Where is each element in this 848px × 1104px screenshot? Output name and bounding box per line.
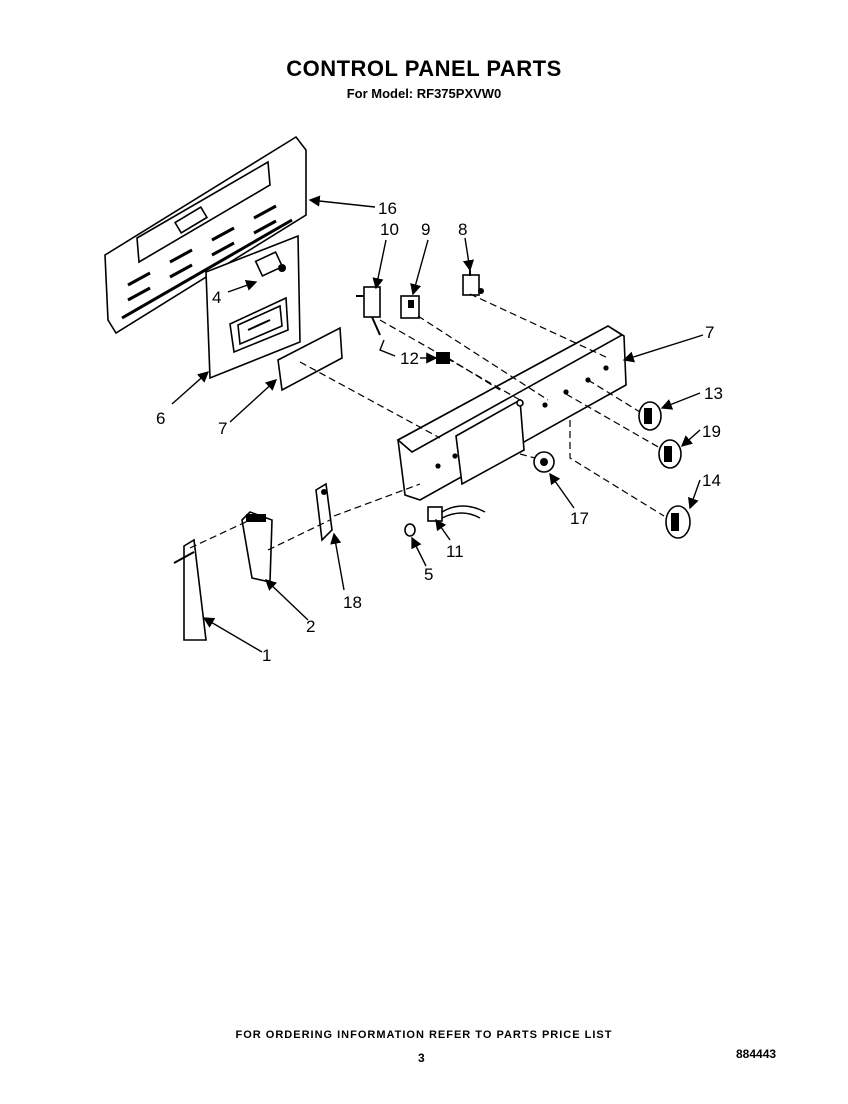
part-8-control-console bbox=[396, 325, 627, 501]
part-16-rear-panel bbox=[104, 135, 307, 335]
callout-6: 6 bbox=[156, 409, 165, 428]
part-5-bulb bbox=[404, 523, 416, 537]
part-2-bracket bbox=[241, 511, 273, 583]
document-number: 884443 bbox=[736, 1047, 777, 1061]
part-9-switch bbox=[462, 270, 484, 296]
callout-13: 12 bbox=[400, 349, 419, 368]
page-number: 3 bbox=[418, 1051, 425, 1065]
part-17-knob bbox=[533, 451, 555, 473]
callout-9: 8 bbox=[458, 220, 467, 239]
callout-labels: 16 10 9 8 7 12 13 19 14 17 11 5 18 2 1 7… bbox=[156, 199, 723, 665]
part-18-bracket bbox=[315, 482, 333, 542]
callout-7: 7 bbox=[218, 419, 227, 438]
part-11-switch bbox=[356, 286, 396, 357]
callout-15: 14 bbox=[702, 471, 721, 490]
callout-14: 13 bbox=[704, 384, 723, 403]
callout-5: 5 bbox=[424, 565, 433, 584]
callout-18: 18 bbox=[343, 593, 362, 612]
part-10-switch bbox=[400, 295, 420, 319]
callout-17: 17 bbox=[570, 509, 589, 528]
part-4-switch bbox=[254, 251, 286, 277]
callout-12: 11 bbox=[446, 542, 464, 561]
part-1-bracket bbox=[173, 538, 207, 641]
callout-16: 16 bbox=[378, 199, 397, 218]
model-subtitle: For Model: RF375PXVW0 bbox=[346, 86, 502, 101]
callout-1: 1 bbox=[262, 646, 271, 665]
callout-11: 10 bbox=[380, 220, 399, 239]
part-7-label-plate bbox=[277, 326, 343, 392]
part-15-knob bbox=[665, 505, 691, 539]
assembly-lines bbox=[189, 293, 665, 551]
callout-4: 4 bbox=[212, 288, 221, 307]
callout-10: 9 bbox=[421, 220, 430, 239]
callout-19: 19 bbox=[702, 422, 721, 441]
page-title: CONTROL PANEL PARTS bbox=[286, 56, 562, 81]
part-14-knob bbox=[638, 401, 662, 431]
leader-lines bbox=[171, 195, 704, 653]
part-13-connector bbox=[436, 352, 450, 364]
ordering-note: FOR ORDERING INFORMATION REFER TO PARTS … bbox=[235, 1029, 613, 1041]
callout-2: 2 bbox=[306, 617, 315, 636]
display-window bbox=[229, 296, 289, 354]
part-19-knob bbox=[658, 439, 682, 469]
part-6-inner-panel bbox=[205, 234, 301, 380]
part-12-lamp-socket bbox=[427, 505, 486, 522]
callout-8: 7 bbox=[705, 323, 714, 342]
